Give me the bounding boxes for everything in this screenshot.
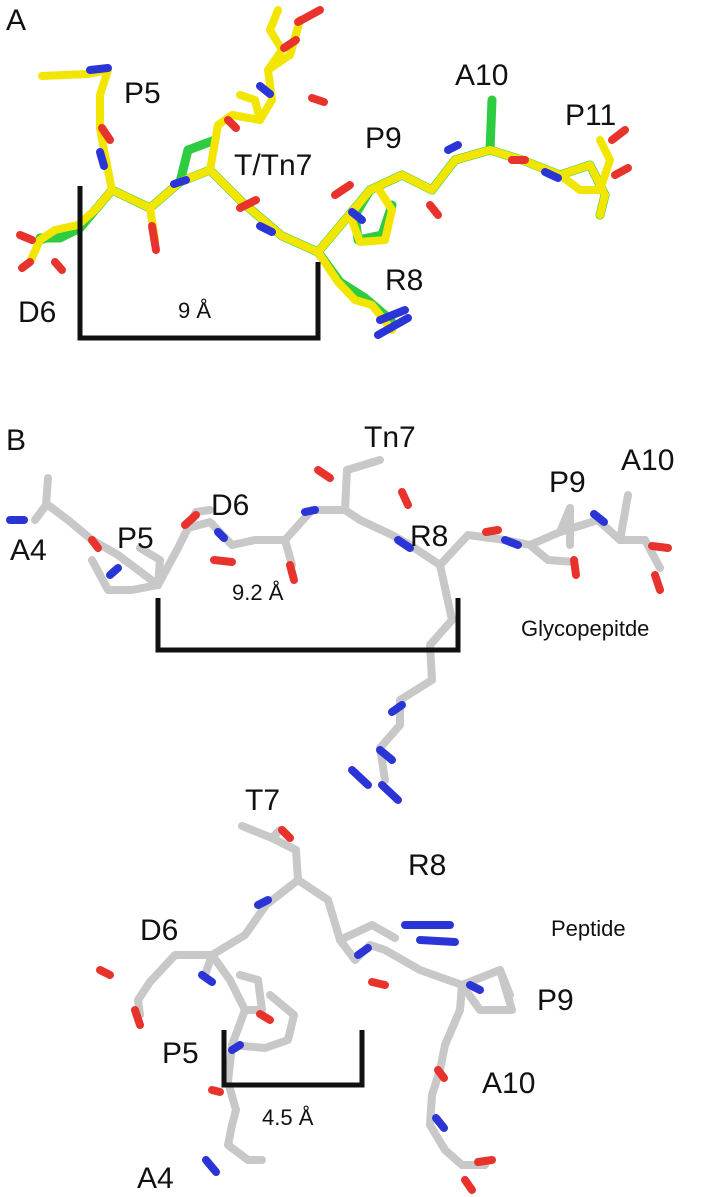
pep-label-r8: R8 [408,849,446,882]
panel-a-label-p5: P5 [124,77,161,110]
peptide-nitrogen-atoms [198,896,484,1176]
peptide-sticks [134,822,516,1169]
panel-a-label-r8: R8 [385,264,423,297]
panel-a-nitrogen-atoms [86,64,562,339]
panel-b-peptide: 4.5 Å T7 R8 D6 P9 P5 A10 A4 Peptide [96,784,626,1195]
panel-a-label-p11: P11 [565,99,616,132]
yellow-model-sticks [26,6,614,334]
glyco-label-p5: P5 [117,522,154,555]
glycopeptide-sticks [31,456,664,784]
pep-label-p9: P9 [537,984,574,1017]
glyco-label-tn7: Tn7 [364,421,416,454]
panel-a-label-d6: D6 [18,296,56,329]
pep-label-a4: A4 [137,1162,174,1195]
pep-label-a10: A10 [482,1067,535,1100]
pep-label-d6: D6 [140,914,178,947]
peptide-distance-bracket [221,1030,365,1088]
glyco-label-r8: R8 [410,520,448,553]
panel-a-label-t-tn7: T/Tn7 [234,149,312,182]
glycopeptide-oxygen-atoms [88,466,672,594]
glycopeptide-nitrogen-atoms [6,506,608,804]
panel-b-letter: B [6,424,26,457]
panel-a-distance-label: 9 Å [178,298,211,323]
glyco-label-a4: A4 [10,534,47,567]
panel-b-glycopeptide: B [6,421,674,804]
panel-a-letter: A [6,4,26,37]
panel-a-label-p9: P9 [365,122,402,155]
glyco-label-d6: D6 [211,489,249,522]
green-model-sticks [35,95,610,327]
panel-a-distance-bracket [77,186,321,341]
panel-a-oxygen-atoms [16,6,632,274]
pep-label-p5: P5 [162,1037,199,1070]
glyco-label-a10: A10 [621,444,674,477]
peptide-caption: Peptide [551,916,626,941]
panel-a: A [6,4,632,341]
peptide-oxygen-atoms [96,826,496,1194]
peptide-distance-label: 4.5 Å [262,1105,314,1130]
pep-label-t7: T7 [245,784,280,817]
panel-a-label-a10: A10 [455,59,508,92]
glycopeptide-distance-label: 9.2 Å [232,580,284,605]
glycopeptide-caption: Glycopepitde [521,616,649,641]
glycopeptide-distance-bracket [155,598,461,653]
glyco-label-p9: P9 [549,466,586,499]
